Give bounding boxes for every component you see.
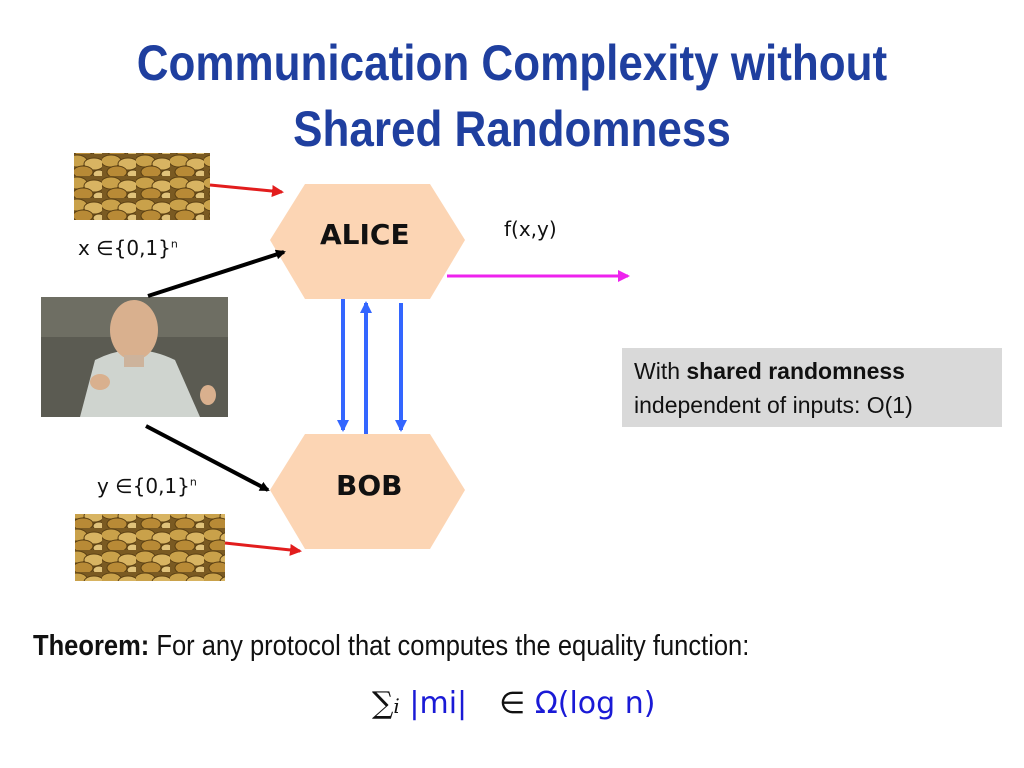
shared-randomness-note: With shared randomness independent of in… <box>622 348 1002 427</box>
input-x-text: x ∈{0,1} <box>78 236 171 260</box>
alice-node-shape <box>270 184 465 299</box>
element-of-symbol: ∈ <box>499 686 535 721</box>
bob-label: BOB <box>336 469 403 502</box>
note-line-1: With shared randomness <box>634 354 990 388</box>
note-bold: shared randomness <box>686 358 905 384</box>
coins-to-alice-arrow <box>209 183 284 198</box>
theorem-label: Theorem: <box>33 630 150 662</box>
note-prefix: With <box>634 358 687 384</box>
message-length-term: |mi| <box>409 686 468 721</box>
input-y-text: y ∈{0,1} <box>97 474 190 498</box>
omega-bound: Ω(log n) <box>534 686 656 721</box>
coins-to-bob-arrow <box>224 541 302 556</box>
slide-title: Communication Complexity without Shared … <box>136 35 888 157</box>
theorem-text: For any protocol that computes the equal… <box>149 630 750 662</box>
coins-image-top <box>74 153 210 220</box>
lower-bound-formula: ∑i |mi| ∈ Ω(log n) <box>372 686 655 721</box>
theorem-statement: Theorem: For any protocol that computes … <box>33 630 749 663</box>
sum-symbol: ∑ <box>372 686 394 721</box>
input-x-arrow <box>147 249 286 298</box>
input-x-label: x ∈{0,1}n <box>78 236 178 260</box>
input-y-label: y ∈{0,1}n <box>97 474 197 498</box>
input-y-exponent: n <box>189 475 197 489</box>
coins-image-bottom <box>75 514 225 581</box>
alice-label: ALICE <box>320 218 410 251</box>
output-label: f(x,y) <box>504 217 557 241</box>
input-y-arrow <box>145 424 270 492</box>
sum-index: i <box>393 694 400 718</box>
note-line-2: independent of inputs: O(1) <box>634 392 913 418</box>
bob-node-shape <box>270 434 465 549</box>
person-photo <box>41 297 228 417</box>
input-x-exponent: n <box>170 237 178 251</box>
